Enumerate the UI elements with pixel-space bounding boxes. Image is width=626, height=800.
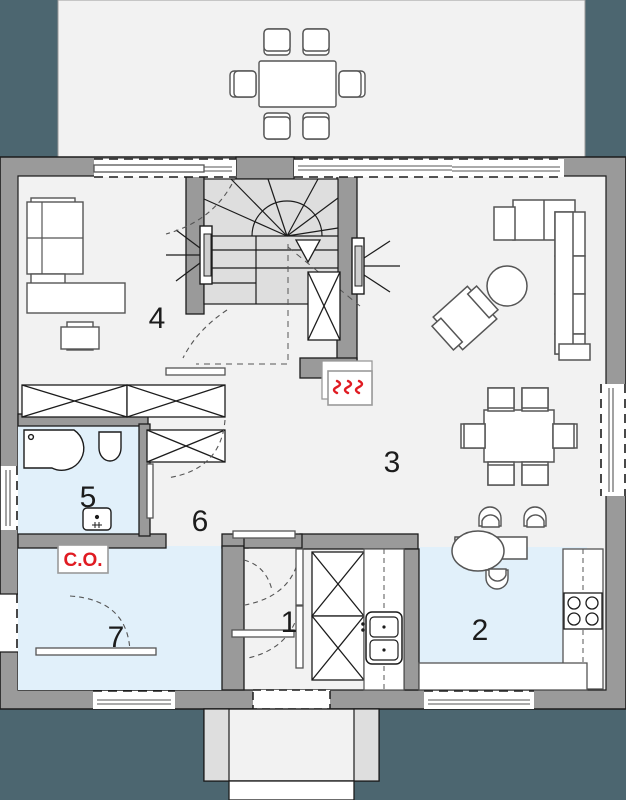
fireplace-stove-icon [321,360,373,406]
window-top-right [294,158,564,178]
cooktop-icon [563,592,603,630]
window-left-bathroom [0,466,18,530]
wet-room-fills [18,424,587,690]
room-label-5: 5 [80,481,97,514]
room-label-4: 4 [149,302,166,335]
boiler-tag-label: C.O. [63,550,102,571]
study-furniture [26,197,126,351]
tv-symbol-left-icon [166,225,213,285]
room-label-3: 3 [384,446,401,479]
terrace-dining-set [229,28,366,140]
entry-porch [203,708,380,800]
room-label-1: 1 [281,606,298,639]
entry-door [252,689,331,710]
door-left-utility [0,593,18,653]
room-label-2: 2 [472,614,489,647]
kitchen-fittings [418,506,604,691]
boiler-tag: C.O. [57,544,109,574]
staircase [196,178,361,365]
door-leaves [35,164,304,669]
bathroom-fixtures [23,429,122,531]
room-label-7: 7 [108,621,125,654]
window-bottom-kitchen [424,690,534,709]
tv-symbol-right-icon [351,237,400,295]
stair-direction-arrow-icon [294,239,322,264]
wardrobe-group [21,271,365,681]
kitchen-sink-icon [361,548,405,691]
room-label-6: 6 [192,505,209,538]
door-swings [69,175,301,659]
window-bottom-utility [93,690,175,709]
living-room-furniture [430,199,591,486]
window-right [600,384,626,496]
